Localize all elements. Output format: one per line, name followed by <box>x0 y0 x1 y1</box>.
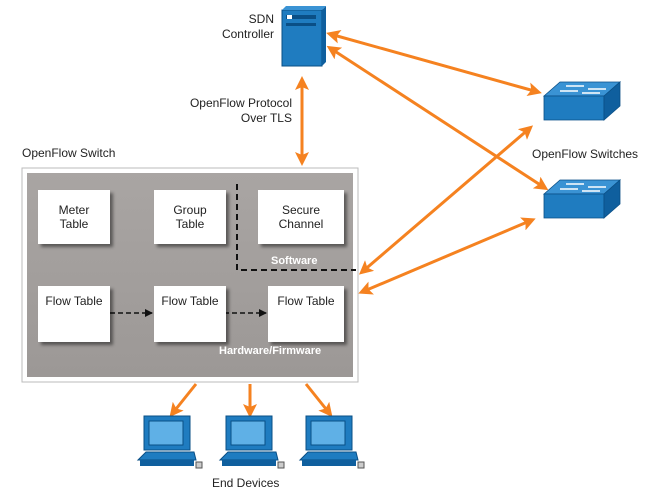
end-devices-label: End Devices <box>212 476 280 490</box>
bottom-switch-local-arrow <box>358 217 536 295</box>
end-device-arrow-3 <box>304 383 333 418</box>
software-divider <box>236 184 356 271</box>
openflow-switch-icon-bottom <box>542 179 622 219</box>
flow-table-box-3: Flow Table <box>268 286 344 342</box>
hardware-label: Hardware/Firmware <box>219 345 322 357</box>
controller-bottom-switch-arrow <box>326 45 549 191</box>
flow-table-box-1: Flow Table <box>38 286 110 342</box>
secure-channel-box: Secure Channel <box>258 190 344 244</box>
meter-table-box: Meter Table <box>38 190 110 244</box>
openflow-switches-label: OpenFlow Switches <box>532 147 639 161</box>
software-label: Software <box>271 255 318 267</box>
end-device-arrow-1 <box>169 383 198 418</box>
group-table-box: Group Table <box>154 190 226 244</box>
protocol-label: OpenFlow Protocol Over TLS <box>182 96 292 126</box>
flow-table-box-2: Flow Table <box>154 286 226 342</box>
openflow-switch-icon-top <box>542 81 622 121</box>
end-device-pc-icon-1 <box>136 415 203 469</box>
controller-label-2: Controller <box>218 27 274 42</box>
controller-label-line1: SDN <box>248 12 274 26</box>
controller-label-line2: Controller <box>221 27 274 41</box>
protocol-label-line2: Over TLS <box>240 111 292 125</box>
controller-label: SDN <box>248 12 274 27</box>
meter-table-line1: Meter <box>58 203 90 217</box>
end-device-pc-icon-2 <box>218 415 285 469</box>
secure-channel-line2: Channel <box>278 217 324 231</box>
group-table-line2: Table <box>175 217 205 231</box>
group-table-line1: Group <box>173 203 207 217</box>
sdn-controller-icon <box>281 6 326 67</box>
protocol-label-line1: OpenFlow Protocol <box>189 96 292 110</box>
controller-top-switch-arrow <box>326 29 542 97</box>
top-switch-local-arrow <box>358 125 534 275</box>
end-device-pc-icon-3 <box>298 415 365 469</box>
switch-title: OpenFlow Switch <box>22 146 116 160</box>
meter-table-line2: Table <box>59 217 89 231</box>
secure-channel-line1: Secure <box>281 203 320 217</box>
